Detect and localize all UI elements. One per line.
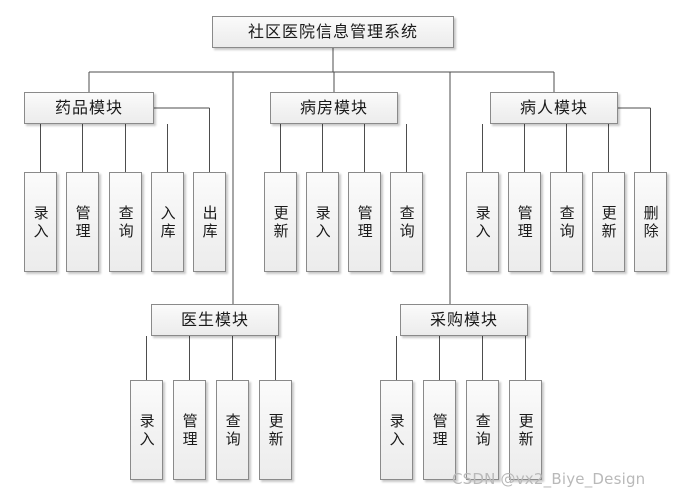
- node-leaf-purchase-manage[interactable]: 管理: [423, 380, 456, 480]
- node-leaf-patient-query[interactable]: 查询: [550, 172, 583, 272]
- node-leaf-label: 更新: [271, 205, 290, 241]
- node-leaf-label: 更新: [516, 413, 535, 449]
- node-leaf-label: 出库: [200, 205, 219, 241]
- node-leaf-drug-query[interactable]: 查询: [109, 172, 142, 272]
- node-leaf-label: 查询: [397, 205, 416, 241]
- node-leaf-label: 管理: [73, 205, 92, 241]
- node-leaf-doctor-entry[interactable]: 录入: [130, 380, 163, 480]
- node-leaf-label: 更新: [599, 205, 618, 241]
- node-leaf-label: 录入: [313, 205, 332, 241]
- node-module-doctor[interactable]: 医生模块: [151, 304, 279, 336]
- node-leaf-drug-entry[interactable]: 录入: [24, 172, 57, 272]
- node-leaf-label: 查询: [223, 413, 242, 449]
- node-leaf-doctor-manage[interactable]: 管理: [173, 380, 206, 480]
- node-module-label: 病人模块: [519, 98, 588, 118]
- node-leaf-purchase-query[interactable]: 查询: [466, 380, 499, 480]
- node-leaf-purchase-entry[interactable]: 录入: [380, 380, 413, 480]
- node-leaf-purchase-update[interactable]: 更新: [509, 380, 542, 480]
- node-module-label: 采购模块: [429, 310, 498, 330]
- node-leaf-ward-update[interactable]: 更新: [264, 172, 297, 272]
- node-leaf-patient-delete[interactable]: 删除: [634, 172, 667, 272]
- node-leaf-patient-entry[interactable]: 录入: [466, 172, 499, 272]
- node-leaf-drug-manage[interactable]: 管理: [66, 172, 99, 272]
- node-module-patient[interactable]: 病人模块: [490, 92, 618, 124]
- node-leaf-label: 删除: [641, 205, 660, 241]
- node-leaf-drug-out[interactable]: 出库: [193, 172, 226, 272]
- node-module-drug[interactable]: 药品模块: [24, 92, 154, 124]
- node-leaf-doctor-update[interactable]: 更新: [259, 380, 292, 480]
- node-leaf-label: 管理: [180, 413, 199, 449]
- node-leaf-label: 录入: [473, 205, 492, 241]
- node-leaf-label: 查询: [116, 205, 135, 241]
- node-leaf-label: 入库: [158, 205, 177, 241]
- node-leaf-label: 录入: [137, 413, 156, 449]
- node-leaf-drug-in[interactable]: 入库: [151, 172, 184, 272]
- node-leaf-patient-manage[interactable]: 管理: [508, 172, 541, 272]
- node-leaf-label: 查询: [473, 413, 492, 449]
- node-module-ward[interactable]: 病房模块: [270, 92, 398, 124]
- node-leaf-ward-entry[interactable]: 录入: [306, 172, 339, 272]
- node-leaf-label: 管理: [355, 205, 374, 241]
- node-root-label: 社区医院信息管理系统: [247, 22, 418, 42]
- node-leaf-ward-manage[interactable]: 管理: [348, 172, 381, 272]
- node-leaf-label: 管理: [430, 413, 449, 449]
- node-leaf-label: 查询: [557, 205, 576, 241]
- node-leaf-doctor-query[interactable]: 查询: [216, 380, 249, 480]
- node-module-label: 医生模块: [180, 310, 249, 330]
- node-module-purchase[interactable]: 采购模块: [400, 304, 528, 336]
- node-root[interactable]: 社区医院信息管理系统: [212, 16, 454, 48]
- node-leaf-patient-update[interactable]: 更新: [592, 172, 625, 272]
- watermark-text: CSDN @vx2_Biye_Design: [452, 470, 646, 488]
- node-leaf-label: 录入: [31, 205, 50, 241]
- node-module-label: 药品模块: [54, 98, 123, 118]
- node-leaf-label: 管理: [515, 205, 534, 241]
- node-leaf-label: 更新: [266, 413, 285, 449]
- node-leaf-ward-query[interactable]: 查询: [390, 172, 423, 272]
- node-leaf-label: 录入: [387, 413, 406, 449]
- node-module-label: 病房模块: [299, 98, 368, 118]
